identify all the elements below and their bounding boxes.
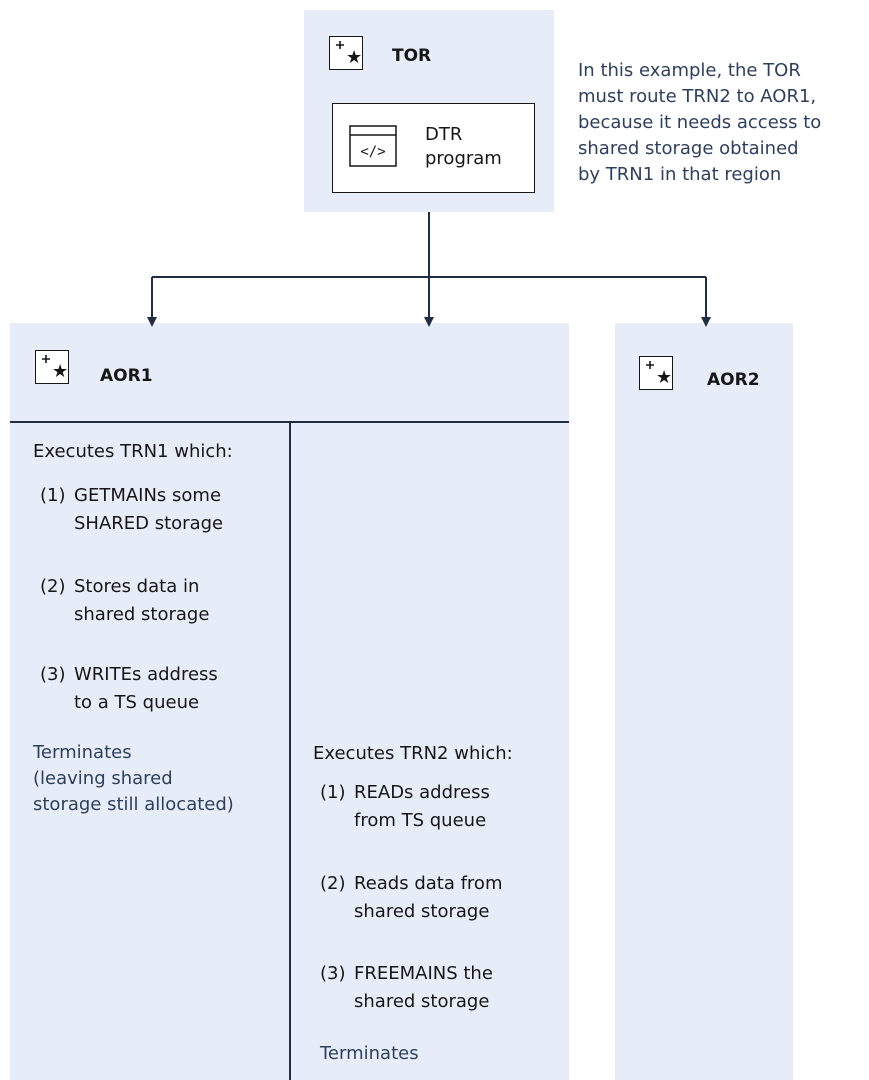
trn2-terminates: Terminates	[320, 1043, 419, 1064]
note-line: must route TRN2 to AOR1,	[578, 86, 817, 107]
step-number: (2)	[320, 873, 346, 894]
step-line: READs address	[354, 782, 490, 803]
note-line: In this example, the TOR	[578, 60, 801, 81]
step-line: SHARED storage	[74, 513, 224, 534]
trn2-heading: Executes TRN2 which:	[313, 743, 513, 764]
aor1-region-icon: ★	[35, 350, 69, 384]
step-line: shared storage	[354, 991, 490, 1012]
step-number: (1)	[320, 782, 346, 803]
aor2-region-icon: ★	[639, 356, 673, 390]
step-line: shared storage	[354, 901, 490, 922]
trn1-heading: Executes TRN1 which:	[33, 441, 233, 462]
note-line: because it needs access to	[578, 112, 822, 133]
dtr-program-box: </> DTR program	[332, 103, 535, 193]
aor1-label: AOR1	[100, 366, 153, 386]
dtr-program-label-line2: program	[425, 148, 502, 169]
svg-text:★: ★	[346, 47, 361, 68]
step-number: (1)	[40, 485, 66, 506]
trn1-terminates-note: (leaving shared	[33, 768, 173, 789]
svg-text:★: ★	[52, 361, 67, 382]
step-line: Reads data from	[354, 873, 503, 894]
trn1-terminates-note: storage still allocated)	[33, 794, 234, 815]
aor2-label: AOR2	[707, 370, 760, 390]
step-line: WRITEs address	[74, 664, 218, 685]
step-number: (2)	[40, 576, 66, 597]
step-line: from TS queue	[354, 810, 487, 831]
svg-text:</>: </>	[360, 144, 385, 160]
tor-region-icon: ★	[329, 36, 363, 70]
note-line: by TRN1 in that region	[578, 164, 782, 185]
dtr-program-label-line1: DTR	[425, 124, 463, 145]
step-line: Stores data in	[74, 576, 200, 597]
code-window-icon: </>	[349, 125, 397, 167]
trn1-terminates: Terminates	[33, 742, 132, 763]
step-line: shared storage	[74, 604, 210, 625]
tor-label: TOR	[392, 46, 432, 66]
step-number: (3)	[320, 963, 346, 984]
step-line: FREEMAINS the	[354, 963, 493, 984]
note-line: shared storage obtained	[578, 138, 799, 159]
step-number: (3)	[40, 664, 66, 685]
aor2-region-box	[615, 323, 793, 1080]
svg-text:★: ★	[656, 367, 671, 388]
step-line: GETMAINs some	[74, 485, 222, 506]
step-line: to a TS queue	[74, 692, 200, 713]
